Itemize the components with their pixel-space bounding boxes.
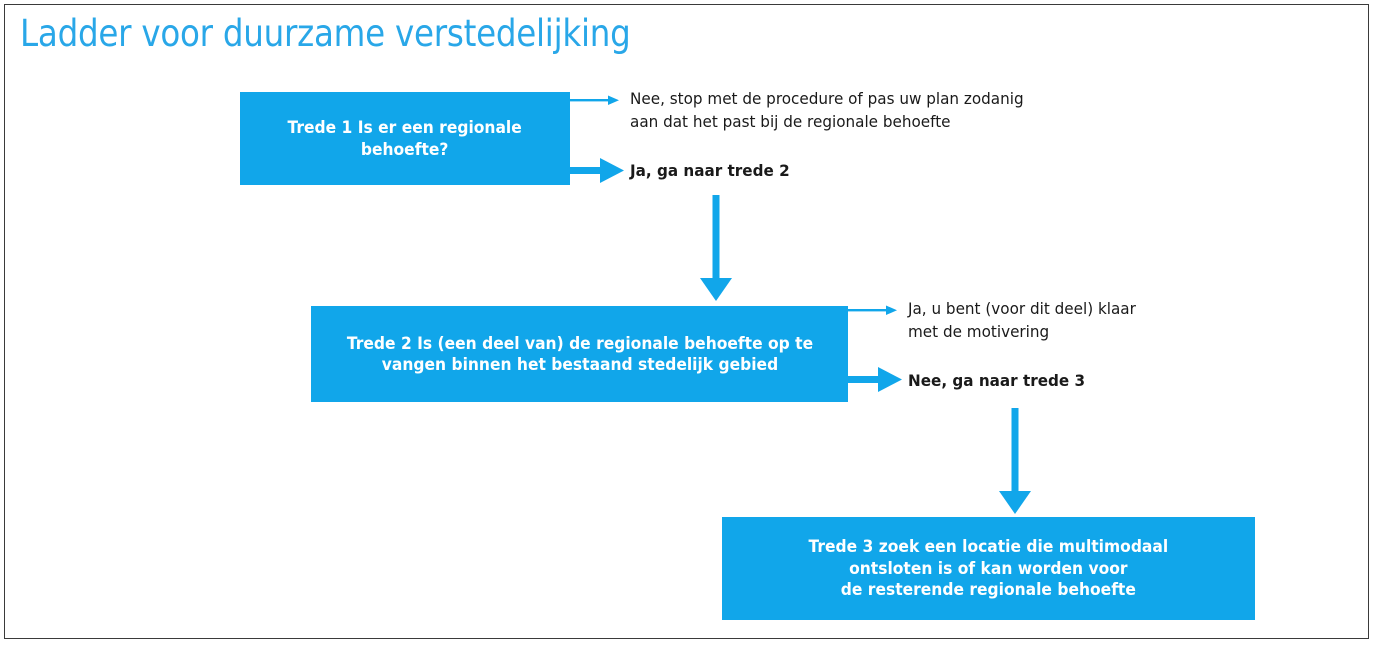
outcome-label-trede-2-nee: Nee, ga naar trede 3 [908, 371, 1086, 390]
step-box-trede-3-text: Trede 3 zoek een locatie die multimodaal… [808, 537, 1169, 600]
outcome-label-trede-2-ja: Ja, u bent (voor dit deel) klaar met de … [908, 299, 1136, 341]
page-title: Ladder voor duurzame verstedelijking [20, 12, 631, 55]
step-box-trede-1-text: Trede 1 Is er een regionale behoefte? [287, 118, 523, 159]
outcome-label-trede-1-ja: Ja, ga naar trede 2 [630, 161, 790, 180]
step-box-trede-1[interactable]: Trede 1 Is er een regionale behoefte? [240, 92, 570, 185]
arrow-trede1-ja-thick [570, 158, 624, 183]
outcome-label-trede-1-nee: Nee, stop met de procedure of pas uw pla… [630, 89, 1024, 131]
arrow-trede1-nee-thin [570, 95, 619, 105]
step-box-trede-2-text: Trede 2 Is (een deel van) de regionale b… [346, 333, 813, 374]
arrow-trede2-nee-thick [848, 367, 902, 392]
step-box-trede-3[interactable]: Trede 3 zoek een locatie die multimodaal… [722, 517, 1255, 620]
step-box-trede-2[interactable]: Trede 2 Is (een deel van) de regionale b… [311, 306, 848, 402]
connector-trede1-to-trede2 [700, 195, 732, 301]
connector-trede2-to-trede3 [999, 408, 1031, 514]
arrow-trede2-ja-thin [848, 305, 897, 315]
